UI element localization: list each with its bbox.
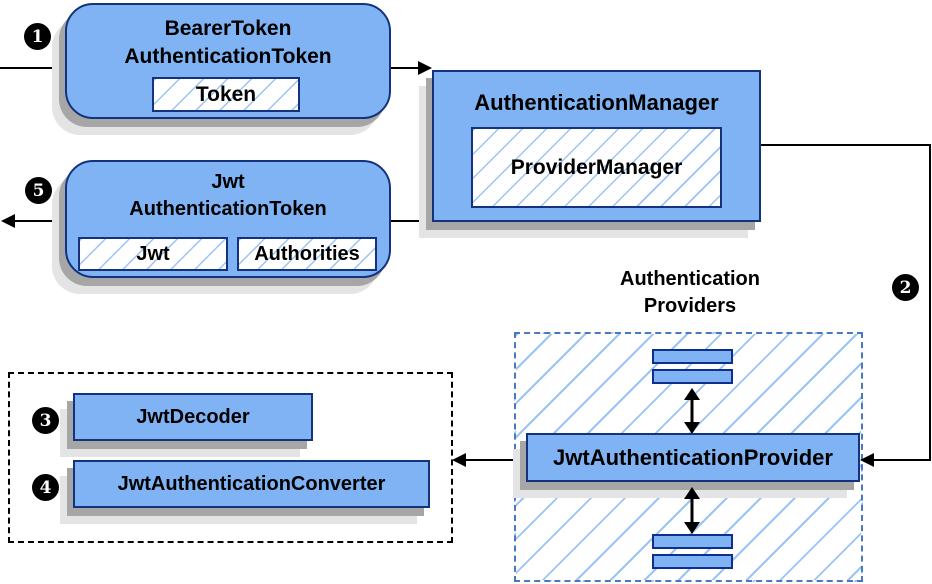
arrow-stem bbox=[690, 397, 694, 425]
flow-line-into-provider bbox=[873, 459, 930, 461]
step-badge-1: 1 bbox=[24, 23, 51, 50]
arrowhead-left-icon bbox=[1, 214, 15, 228]
node-jwt-decoder: JwtDecoder bbox=[73, 393, 313, 441]
step-badge-5: 5 bbox=[25, 177, 52, 204]
node-jwt-authentication-converter: JwtAuthenticationConverter bbox=[73, 460, 430, 508]
arrowhead-up-icon bbox=[684, 388, 700, 400]
authentication-providers-label: Authentication Providers bbox=[565, 266, 815, 320]
label-line2: Providers bbox=[643, 295, 737, 317]
flow-line-manager-to-token bbox=[391, 220, 432, 222]
flow-line-request-in bbox=[0, 67, 66, 69]
node-title: Jwt AuthenticationToken bbox=[67, 162, 389, 223]
step-badge-3: 3 bbox=[32, 407, 59, 434]
arrowhead-left-icon bbox=[452, 453, 466, 467]
label-line1: Authentication bbox=[620, 268, 760, 290]
node-authentication-manager: AuthenticationManager ProviderManager bbox=[432, 70, 761, 222]
provider-placeholder-bar bbox=[652, 349, 733, 364]
chip-authorities: Authorities bbox=[237, 237, 377, 271]
arrowhead-down-icon bbox=[684, 422, 700, 434]
step-badge-4: 4 bbox=[32, 474, 59, 501]
flow-line-to-manager bbox=[391, 67, 420, 69]
chip-token: Token bbox=[152, 77, 300, 112]
title-line2: AuthenticationToken bbox=[129, 198, 327, 220]
arrowhead-left-icon bbox=[860, 453, 874, 467]
flow-line-to-decoder-group bbox=[465, 459, 516, 461]
flow-line-response-out bbox=[14, 220, 66, 222]
node-bearer-token-authentication-token: BearerToken AuthenticationToken Token bbox=[65, 3, 391, 119]
node-title: BearerToken AuthenticationToken bbox=[67, 5, 389, 71]
arrowhead-up-icon bbox=[684, 487, 700, 499]
provider-placeholder-bar bbox=[652, 554, 733, 569]
chip-jwt: Jwt bbox=[78, 237, 228, 271]
title-line1: Jwt bbox=[211, 171, 245, 193]
node-title: AuthenticationManager bbox=[474, 90, 719, 115]
title-line2: AuthenticationToken bbox=[124, 45, 332, 68]
arrow-stem bbox=[690, 496, 694, 525]
title-line1: BearerToken bbox=[164, 17, 292, 40]
node-jwt-authentication-token: Jwt AuthenticationToken Jwt Authorities bbox=[65, 160, 391, 278]
step-badge-2: 2 bbox=[892, 274, 919, 301]
arrowhead-right-icon bbox=[418, 61, 432, 75]
double-arrow-icon bbox=[683, 487, 701, 534]
node-jwt-authentication-provider: JwtAuthenticationProvider bbox=[526, 433, 860, 482]
provider-placeholder-bar bbox=[652, 369, 733, 384]
double-arrow-icon bbox=[683, 388, 701, 434]
chip-provider-manager: ProviderManager bbox=[471, 127, 722, 208]
flow-line-right-vertical bbox=[929, 144, 931, 461]
provider-placeholder-bar bbox=[652, 534, 733, 549]
arrowhead-down-icon bbox=[684, 522, 700, 534]
flow-line-manager-out bbox=[761, 144, 931, 146]
